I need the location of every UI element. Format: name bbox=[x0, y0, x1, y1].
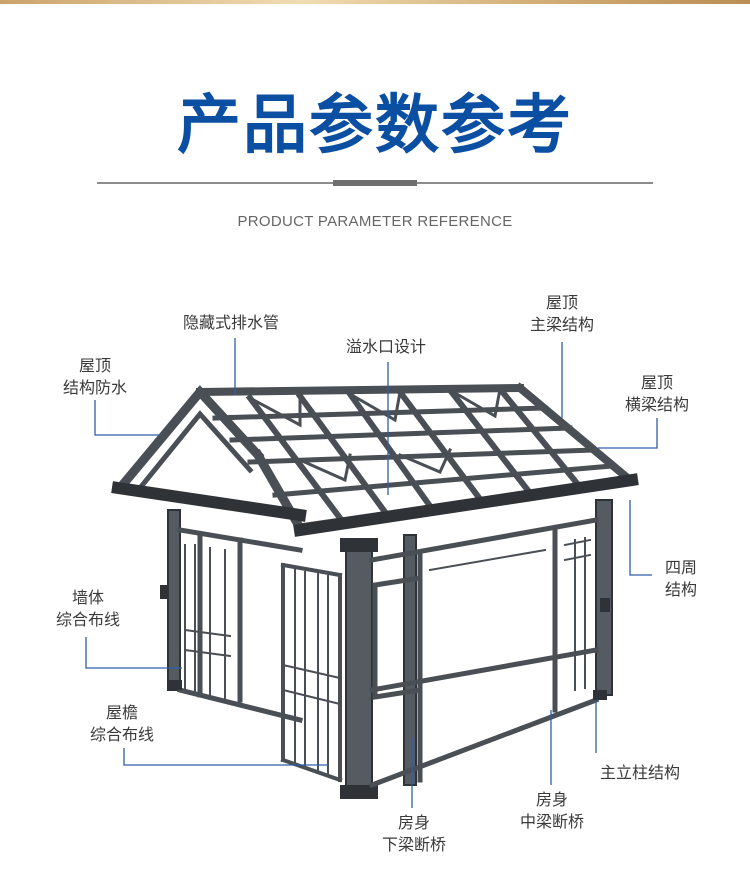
roof-gable-inner bbox=[136, 410, 254, 492]
leader-perimeter bbox=[629, 500, 652, 576]
label-roof-cross-beam: 屋顶横梁结构 bbox=[624, 373, 689, 414]
leader-wall-wiring bbox=[85, 637, 182, 669]
front-door-mullions bbox=[281, 569, 342, 776]
page-subtitle: PRODUCT PARAMETER REFERENCE bbox=[237, 213, 513, 230]
title-rule-center bbox=[333, 180, 417, 186]
column-base bbox=[340, 785, 378, 799]
leader-eaves-wiring bbox=[123, 748, 328, 766]
leader-lines bbox=[85, 338, 658, 808]
page-title: 产品参数参考 bbox=[177, 89, 573, 163]
eave-left bbox=[111, 481, 307, 522]
label-roof-main-beam: 屋顶主梁结构 bbox=[529, 293, 594, 334]
column-cap bbox=[340, 538, 378, 552]
roof-ridge bbox=[195, 383, 525, 397]
top-decor-strip bbox=[0, 0, 750, 4]
eave-right bbox=[293, 473, 639, 537]
leader-roof-waterproof bbox=[94, 400, 160, 436]
left-door-mullions bbox=[183, 544, 232, 699]
label-roof-waterproof: 屋顶结构防水 bbox=[62, 356, 127, 397]
label-eaves-wiring: 屋檐综合布线 bbox=[89, 703, 154, 744]
front-window-mullions bbox=[428, 537, 592, 691]
label-wall-wiring: 墙体综合布线 bbox=[55, 588, 120, 629]
label-main-column: 主立柱结构 bbox=[600, 763, 681, 782]
label-overflow-design: 溢水口设计 bbox=[346, 337, 427, 356]
label-body-middle-beam: 房身中梁断桥 bbox=[519, 790, 584, 831]
label-hidden-drainpipe: 隐藏式排水管 bbox=[183, 313, 280, 332]
label-perimeter-structure: 四周结构 bbox=[664, 558, 697, 599]
brackets bbox=[160, 585, 610, 700]
main-columns bbox=[167, 499, 613, 796]
title-rule-right bbox=[417, 182, 653, 184]
left-wall-frame bbox=[176, 527, 304, 724]
roof-truss-diagonals bbox=[247, 387, 502, 483]
leader-roof-cross-beam bbox=[598, 418, 658, 449]
title-rule-left bbox=[97, 182, 333, 184]
label-body-lower-beam: 房身下梁断桥 bbox=[381, 813, 446, 854]
